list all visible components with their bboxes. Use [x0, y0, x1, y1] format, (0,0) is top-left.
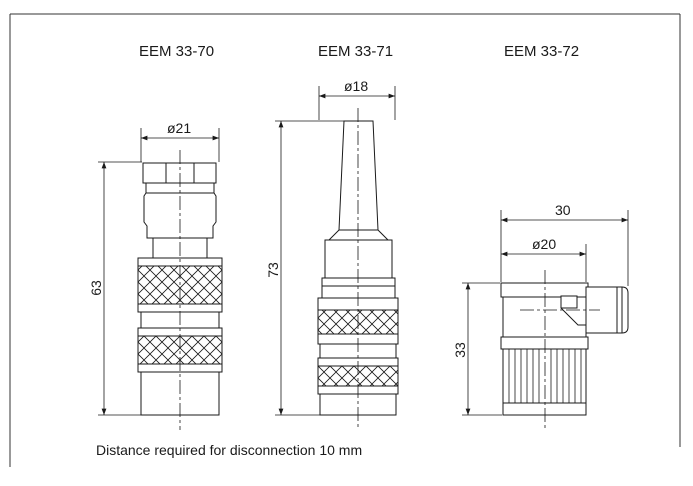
title-eem-33-71: EEM 33-71 — [318, 43, 394, 60]
dim-length-eem-33-70: 63 — [88, 280, 104, 296]
title-eem-33-72: EEM 33-72 — [504, 43, 580, 60]
dim-height-eem-33-72: 33 — [452, 342, 468, 358]
dims-eem-33-72 — [462, 210, 629, 416]
dim-diameter-eem-33-71: ø18 — [344, 78, 369, 94]
dim-length-eem-33-71: 73 — [265, 262, 281, 278]
connector-eem-33-72 — [500, 270, 629, 430]
dim-width-eem-33-72: 30 — [555, 202, 571, 218]
dim-diameter-eem-33-72: ø20 — [532, 236, 557, 252]
dim-diameter-eem-33-70: ø21 — [167, 120, 192, 136]
sheet-frame — [9, 13, 681, 467]
dims-eem-33-70 — [98, 128, 220, 416]
disconnection-note: Distance required for disconnection 10 m… — [96, 442, 363, 458]
title-eem-33-70: EEM 33-70 — [139, 43, 215, 60]
connector-eem-33-70 — [137, 150, 223, 430]
connector-eem-33-71 — [317, 108, 399, 430]
dims-eem-33-71 — [275, 86, 396, 416]
